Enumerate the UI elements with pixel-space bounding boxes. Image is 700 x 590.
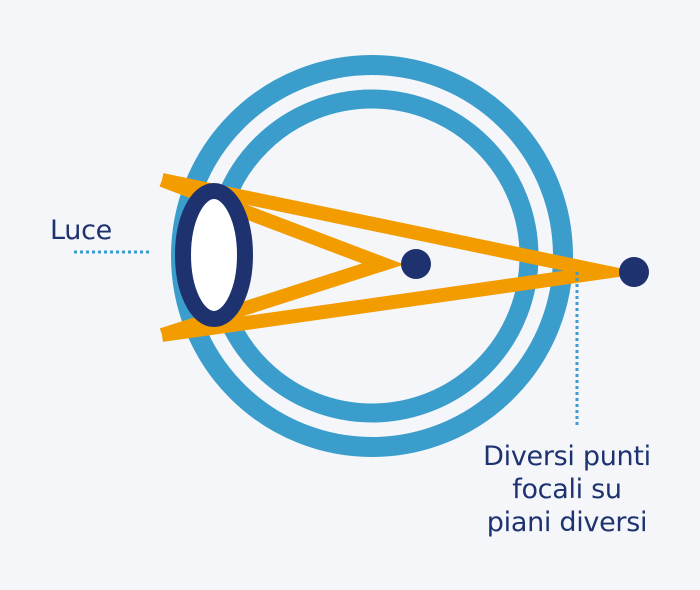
light-ray-far-focus bbox=[160, 173, 645, 342]
light-label: Luce bbox=[50, 215, 112, 246]
focal-points-label-line-3: piani diversi bbox=[486, 507, 648, 538]
eye-lens bbox=[175, 183, 253, 327]
focal-points-label-line-1: Diversi punti bbox=[483, 441, 651, 472]
focal-point-inside bbox=[401, 249, 431, 279]
focal-points-label: Diversi punti focali su piani diversi bbox=[462, 440, 672, 539]
focal-point-outside bbox=[619, 257, 649, 287]
focal-points-label-line-2: focali su bbox=[512, 474, 622, 505]
